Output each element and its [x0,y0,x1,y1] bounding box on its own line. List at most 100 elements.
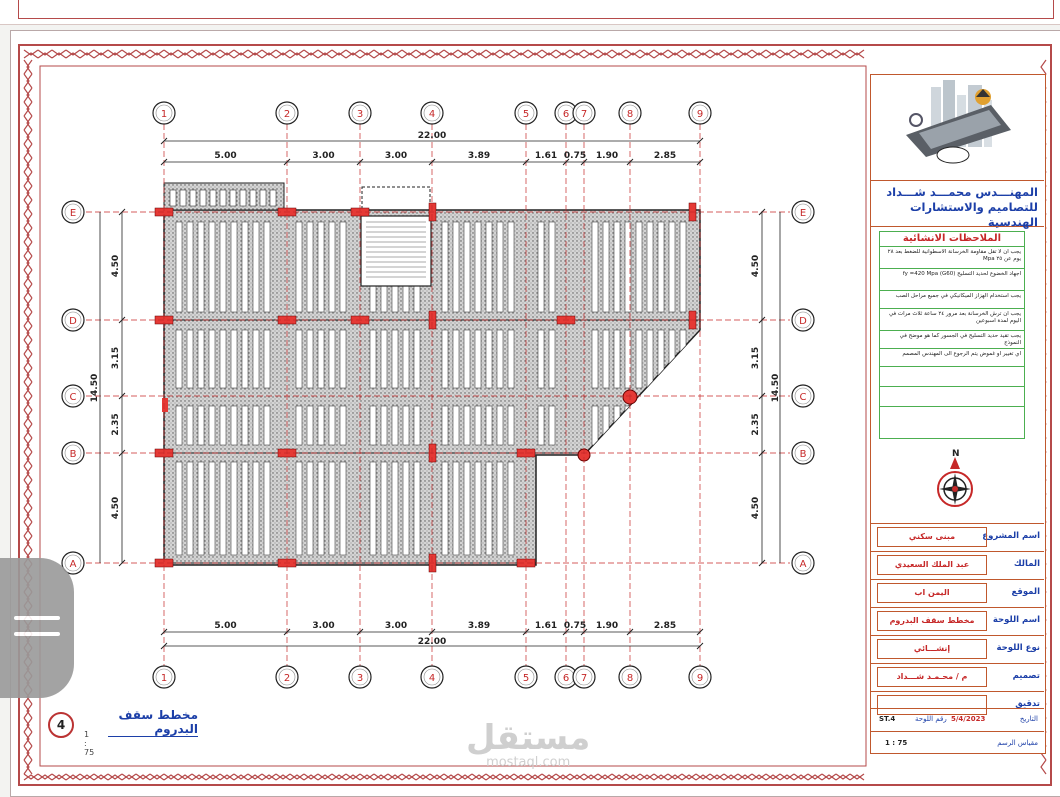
grid-bubble-inner [794,311,812,329]
info-value: اليمن اب [877,583,987,603]
balcony-void [199,189,207,207]
block-void [507,329,515,389]
row-dimension-label: 2.35 [751,413,761,435]
block-void [252,221,260,313]
block-void [624,329,632,389]
caption-number: 4 [48,712,74,738]
info-value: م / محـمـد شـــداد [877,667,987,687]
span-dimension-label: 0.75 [564,151,586,161]
grid-bubble-inner [423,668,441,686]
block-void [197,461,205,556]
grid-bubble-inner [64,203,82,221]
dimension-tick [428,158,436,166]
block-void [485,221,493,313]
watermark-arabic: مستقل [466,718,591,758]
block-void [339,461,347,556]
grid-bubble-label: D [799,316,807,327]
block-void [391,405,399,446]
company-name-line2: للتصاميم والاستشارات الهندسية [910,200,1038,229]
date-label: التاريخ [1019,715,1038,723]
block-void [328,461,336,556]
block-void [613,221,621,313]
previous-sheet-strip [0,0,1060,25]
info-key: الموقع [1011,587,1040,597]
block-void [463,405,471,446]
dimension-tick [118,316,126,324]
dimension-tick [118,449,126,457]
block-void [380,329,388,389]
grid-bubble-label: 4 [429,109,435,120]
block-void [537,221,545,313]
notes-title: الملاحظات الانشائية [880,232,1024,247]
block-void [317,405,325,446]
block-void [402,329,410,389]
block-void [537,461,545,556]
block-void [613,461,621,556]
block-void [602,405,610,446]
info-row: تدقيق [871,691,1044,719]
block-void [537,405,545,446]
block-void [474,221,482,313]
block-void [452,461,460,556]
block-void [496,329,504,389]
block-void [507,405,515,446]
block-void [548,221,556,313]
block-void [241,461,249,556]
block-void [657,405,665,446]
span-dimension-label: 3.00 [312,621,334,631]
border-zigzag [23,774,865,781]
block-void [339,221,347,313]
block-void [186,221,194,313]
block-void [485,461,493,556]
block-void [328,221,336,313]
border-zigzag [23,49,865,56]
block-void [230,221,238,313]
company-logo [871,75,1044,181]
info-value [877,695,987,715]
span-dimension-label: 3.89 [468,151,490,161]
balcony-void [209,189,217,207]
span-dimension-label: 3.89 [468,621,490,631]
info-key: تدقيق [1015,699,1040,709]
balcony-void [249,189,257,207]
block-void [602,461,610,556]
dimension-tick [696,158,704,166]
block-void [263,405,271,446]
block-void [317,329,325,389]
grid-bubble-label: 6 [563,673,569,684]
block-void [186,329,194,389]
block-void [175,221,183,313]
span-dimension-label: 1.90 [596,151,618,161]
note-blank-1 [880,367,1024,387]
side-menu-button[interactable] [0,558,74,698]
dimension-tick [522,628,530,636]
dimension-tick [758,316,766,324]
inner-border [39,65,867,767]
block-void [175,461,183,556]
total-height-label: 14.50 [90,374,100,402]
span-dimension-label: 5.00 [214,151,236,161]
block-void [591,461,599,556]
row-dimension-label: 2.35 [111,413,121,435]
block-void [328,329,336,389]
block-void [602,221,610,313]
block-void [219,405,227,446]
block-void [339,405,347,446]
block-void [295,221,303,313]
block-void [657,221,665,313]
block-void [306,221,314,313]
dimension-tick [758,208,766,216]
block-void [252,329,260,389]
stair-opening [360,215,432,287]
grid-bubble-label: 4 [429,673,435,684]
grid-bubble-inner [691,668,709,686]
grid-bubble-inner [64,444,82,462]
block-void [306,405,314,446]
block-void [679,329,687,389]
block-void [197,405,205,446]
block-void [295,461,303,556]
